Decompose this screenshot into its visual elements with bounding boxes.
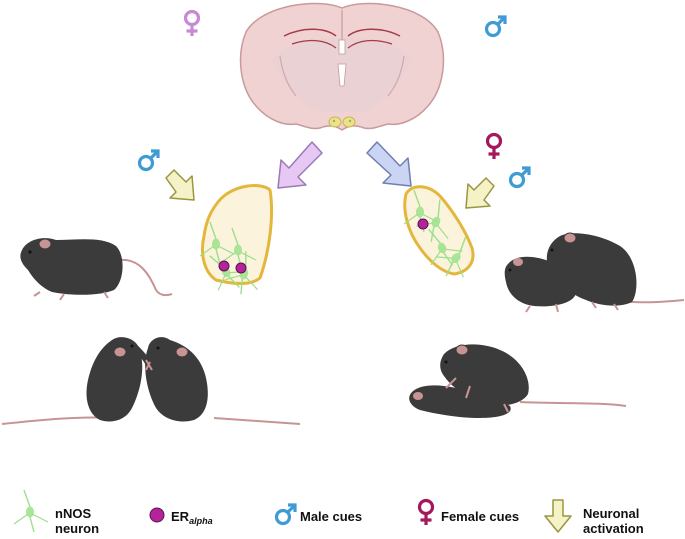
mice-standing-facing <box>1 337 301 425</box>
legend-er-alpha-label: ERalpha <box>171 509 213 529</box>
nucleus-right <box>403 185 485 286</box>
er-alpha-cell-left-1 <box>218 260 230 272</box>
activation-arrow-purple <box>277 141 323 189</box>
legend-activation-line1: Neuronal <box>583 506 640 521</box>
nucleus-left <box>199 184 273 300</box>
brain-section <box>239 2 445 131</box>
er-alpha-cell-right-1 <box>417 218 429 230</box>
legend-activation-arrow-icon <box>544 499 572 533</box>
male-symbol-top-right <box>484 15 507 38</box>
activation-arrow-yellow-right <box>465 177 495 209</box>
female-symbol-right <box>485 132 503 161</box>
legend-male-label: Male cues <box>300 509 363 524</box>
legend-nnos-label: nNOS neuron <box>55 506 99 536</box>
legend-nnos-line2: neuron <box>55 521 100 536</box>
activation-arrow-yellow-left <box>165 169 195 201</box>
legend-activation-label: Neuronal activation <box>583 506 644 536</box>
legend-male-icon <box>274 503 297 526</box>
er-alpha-cell-left-2 <box>235 262 247 274</box>
legend-nnos-line1: nNOS <box>55 506 92 521</box>
mouse-walking-left <box>20 238 173 301</box>
female-symbol-top-left <box>183 9 201 38</box>
legend-female-label: Female cues <box>441 509 520 524</box>
mice-wrestling-pair <box>409 344 627 418</box>
legend-activation-line2: activation <box>583 521 644 536</box>
legend-er-main: ER <box>171 509 190 524</box>
activation-arrow-blue <box>366 141 412 187</box>
legend-female-icon <box>417 498 435 527</box>
male-symbol-right <box>508 166 531 189</box>
mice-mounting-pair <box>504 232 685 313</box>
legend-er-sub: alpha <box>189 516 213 526</box>
male-symbol-left <box>137 149 160 172</box>
legend-er-alpha-icon <box>149 507 165 523</box>
legend-nnos-icon <box>13 489 49 533</box>
